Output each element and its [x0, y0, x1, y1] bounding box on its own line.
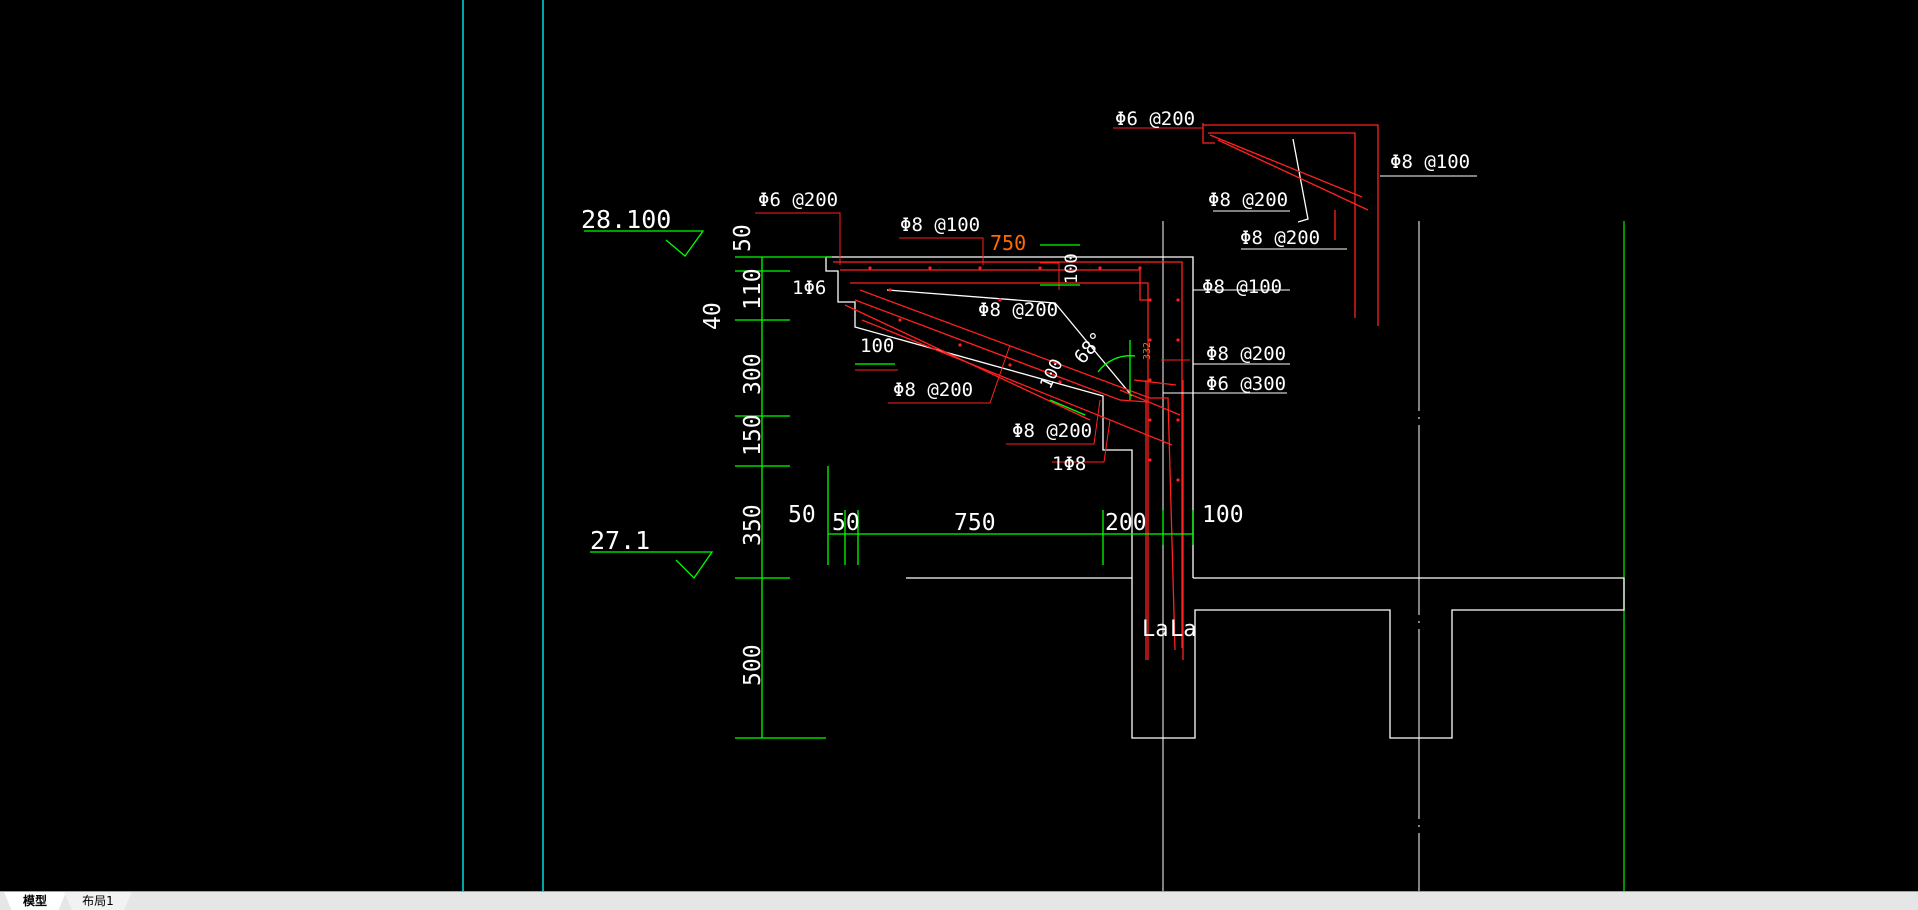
label-la-1: La: [1142, 617, 1169, 642]
label-la-2: La: [1170, 617, 1197, 642]
label-phi8-100-top: Φ8 @100: [900, 214, 980, 236]
vdim-350: 350: [740, 504, 766, 546]
hdim-750: 750: [954, 510, 996, 536]
label-100-small: 100: [860, 335, 894, 357]
angle-arc: [1097, 355, 1136, 373]
vdim-150: 150: [740, 414, 766, 456]
detail-phi8-100: Φ8 @100: [1390, 151, 1470, 173]
rebar-dots: [868, 266, 1180, 482]
white-leaders: [1163, 175, 1477, 394]
tab-model[interactable]: 模型: [4, 892, 66, 910]
detail-phi6-200: Φ6 @200: [1115, 108, 1195, 130]
label-68deg: 68°: [1070, 328, 1109, 368]
label-750-top: 750: [990, 231, 1026, 255]
label-phi6-300-right: Φ6 @300: [1206, 373, 1286, 395]
label-100-slab: 100: [1062, 253, 1082, 284]
vdim-110: 110: [740, 268, 766, 310]
cad-model-space[interactable]: 28.100 27.1 50 40 110 300 150 350 500 50…: [0, 0, 1918, 891]
structure-outline: [825, 138, 1625, 891]
hdim-50b: 50: [832, 510, 860, 536]
layout-tab-bar: 模型 布局1: [0, 891, 1918, 910]
vdim-40: 40: [700, 302, 726, 330]
tab-layout-1[interactable]: 布局1: [64, 892, 132, 910]
leader-lines: [755, 127, 1477, 463]
label-1phi8: 1Φ8: [1052, 453, 1086, 475]
vdim-500: 500: [740, 644, 766, 686]
detail-phi8-200a: Φ8 @200: [1208, 189, 1288, 211]
hdim-50a: 50: [788, 502, 816, 528]
dimension-lines: [584, 230, 1194, 739]
label-phi8-100-right: Φ8 @100: [1202, 276, 1282, 298]
hdim-100: 100: [1202, 502, 1244, 528]
label-phi6-200-left: Φ6 @200: [758, 189, 838, 211]
label-phi8-200-lower: Φ8 @200: [893, 379, 973, 401]
label-1phi6: 1Φ6: [792, 277, 826, 299]
detail-phi8-200b: Φ8 @200: [1240, 227, 1320, 249]
elevation-bottom: 27.1: [590, 526, 650, 555]
vdim-50: 50: [730, 224, 756, 252]
vdim-300: 300: [740, 353, 766, 395]
label-phi8-200-bottom: Φ8 @200: [1012, 420, 1092, 442]
label-phi8-200-right: Φ8 @200: [1206, 343, 1286, 365]
label-332: 332: [1142, 342, 1153, 360]
label-phi8-200-mid: Φ8 @200: [978, 299, 1058, 321]
hdim-200: 200: [1105, 510, 1147, 536]
label-100-diag: 100: [1036, 356, 1067, 392]
elevation-top: 28.100: [581, 205, 671, 234]
axis-lines: [462, 0, 544, 891]
